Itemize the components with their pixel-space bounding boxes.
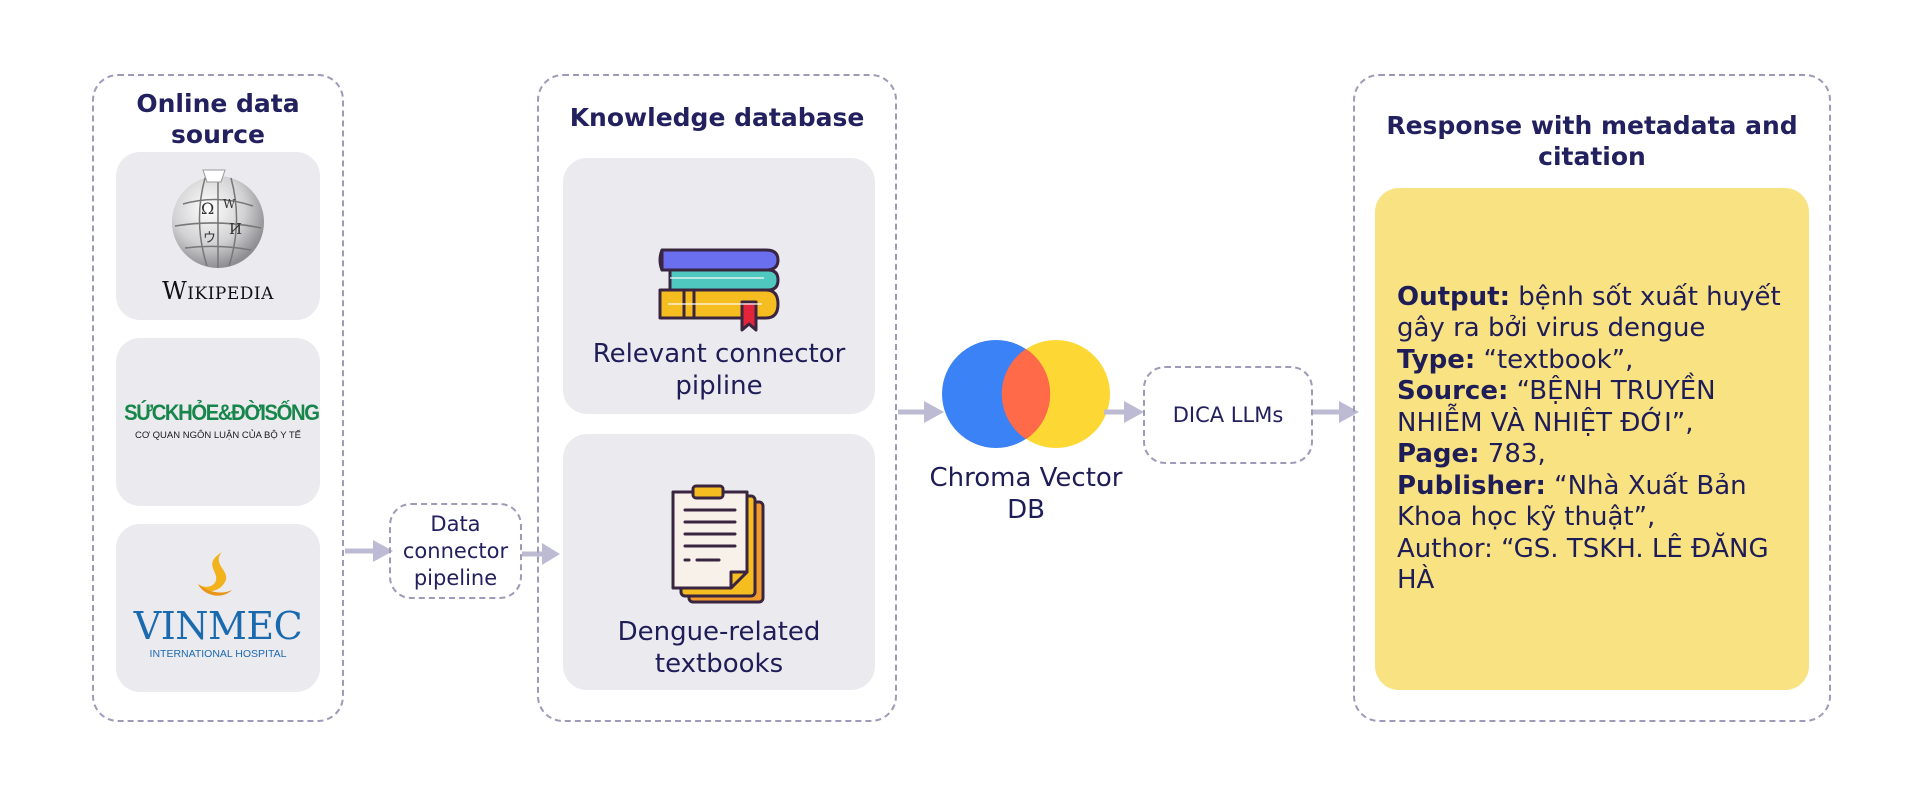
svg-text:W: W — [223, 197, 236, 211]
suckhoe-doisong-card: SỨCKHỎE&ĐỜISỐNG CƠ QUAN NGÔN LUẬN CỦA BỘ… — [116, 338, 320, 506]
relevant-connector-card: Relevant connector pipline — [563, 158, 875, 414]
response-publisher: Publisher: “Nhà Xuất Bản Khoa học kỹ thu… — [1397, 470, 1747, 533]
data-connector-pipeline-box: Data connector pipeline — [389, 503, 522, 599]
response-source: Source: “BỆNH TRUYỀN NHIỄM VÀ NHIỆT ĐỚI”… — [1397, 376, 1716, 438]
dengue-textbooks-card: Dengue-related textbooks — [563, 434, 875, 690]
clipboard-icon — [671, 484, 765, 604]
arrow-dica-to-response — [1313, 401, 1359, 423]
suckhoe-tagline: CƠ QUAN NGÔN LUẬN CỦA BỘ Y TẾ — [135, 430, 301, 441]
svg-text:Ω: Ω — [201, 199, 214, 218]
arrow-chroma-to-dica — [1104, 401, 1144, 423]
response-title: Response with metadata and citation — [1386, 111, 1798, 171]
knowledge-database-title: Knowledge database — [569, 103, 865, 132]
chroma-label: Chroma Vector DB — [929, 463, 1123, 525]
response-panel: Response with metadata and citation Outp… — [1353, 74, 1831, 722]
dica-llms-box: DICA LLMs — [1143, 366, 1313, 464]
suckhoe-wordmark: SỨCKHỎE&ĐỜISỐNG — [124, 400, 320, 425]
vinmec-card: VINMEC INTERNATIONAL HOSPITAL — [116, 524, 320, 692]
response-metadata-card: Output: bệnh sốt xuất huyết gây ra bởi v… — [1375, 188, 1809, 690]
arrow-source-to-connector — [345, 540, 393, 562]
dengue-textbooks-label: Dengue-related textbooks — [617, 617, 821, 679]
knowledge-database-panel: Knowledge database Relevant connector pi… — [537, 74, 897, 722]
online-data-source-panel: Online data source Ω W И ウ Wikipedia SỨC… — [92, 74, 344, 722]
relevant-connector-label: Relevant connector pipline — [592, 339, 846, 401]
wikipedia-globe-icon: Ω W И ウ — [172, 169, 264, 268]
wikipedia-wordmark: Wikipedia — [162, 277, 274, 305]
wikipedia-card: Ω W И ウ Wikipedia — [116, 152, 320, 320]
response-page: Page: 783, — [1397, 439, 1546, 469]
chroma-logo-icon — [942, 340, 1110, 448]
vinmec-wordmark: VINMEC — [133, 604, 303, 648]
response-output: Output: bệnh sốt xuất huyết gây ra bởi v… — [1397, 281, 1781, 344]
books-icon — [658, 248, 780, 332]
response-type: Type: “textbook”, — [1397, 344, 1634, 375]
online-data-source-title: Online data source — [136, 89, 300, 149]
vinmec-tagline: INTERNATIONAL HOSPITAL — [149, 648, 287, 660]
arrow-knowledge-to-chroma — [898, 401, 944, 423]
svg-text:И: И — [229, 220, 242, 238]
response-author: Author: “GS. TSKH. LÊ ĐĂNG HÀ — [1397, 533, 1769, 596]
vinmec-flame-icon — [198, 552, 232, 596]
arrow-connector-to-knowledge — [522, 543, 560, 565]
svg-text:ウ: ウ — [203, 231, 216, 246]
